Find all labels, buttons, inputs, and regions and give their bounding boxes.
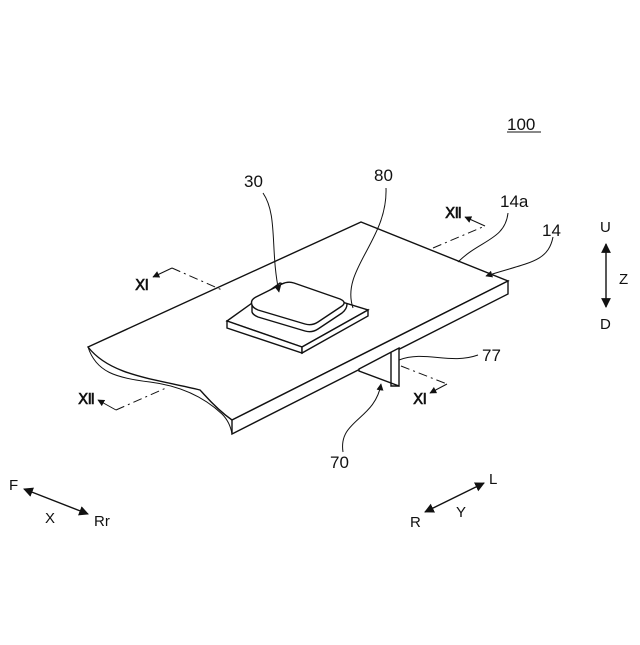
ref-label-14a: 14a (500, 192, 529, 211)
section-label-xii-top: Ⅻ (444, 206, 462, 222)
axis-label-front: F (9, 477, 18, 494)
axis-label-z: Z (619, 271, 628, 288)
section-label-xi-left: Ⅺ (134, 278, 149, 294)
axis-label-x: X (45, 510, 55, 527)
axis-label-down: D (600, 316, 611, 333)
ref-label-80: 80 (374, 166, 393, 185)
axis-label-right: R (410, 514, 421, 531)
ref-label-100: 100 (507, 115, 535, 134)
axis-label-left: L (489, 471, 497, 488)
x-axis-arrow-icon (24, 489, 88, 514)
ref-label-14: 14 (542, 221, 561, 240)
section-label-xi-right: Ⅺ (412, 392, 427, 408)
axis-label-y: Y (456, 504, 466, 521)
ref-label-70: 70 (330, 453, 349, 472)
ref-label-30: 30 (244, 172, 263, 191)
axis-label-rear: Rr (94, 513, 110, 530)
section-label-xii-bottom: Ⅻ (77, 392, 95, 408)
ref-label-77: 77 (482, 346, 501, 365)
axis-label-up: U (600, 219, 611, 236)
y-axis-arrow-icon (425, 483, 484, 512)
